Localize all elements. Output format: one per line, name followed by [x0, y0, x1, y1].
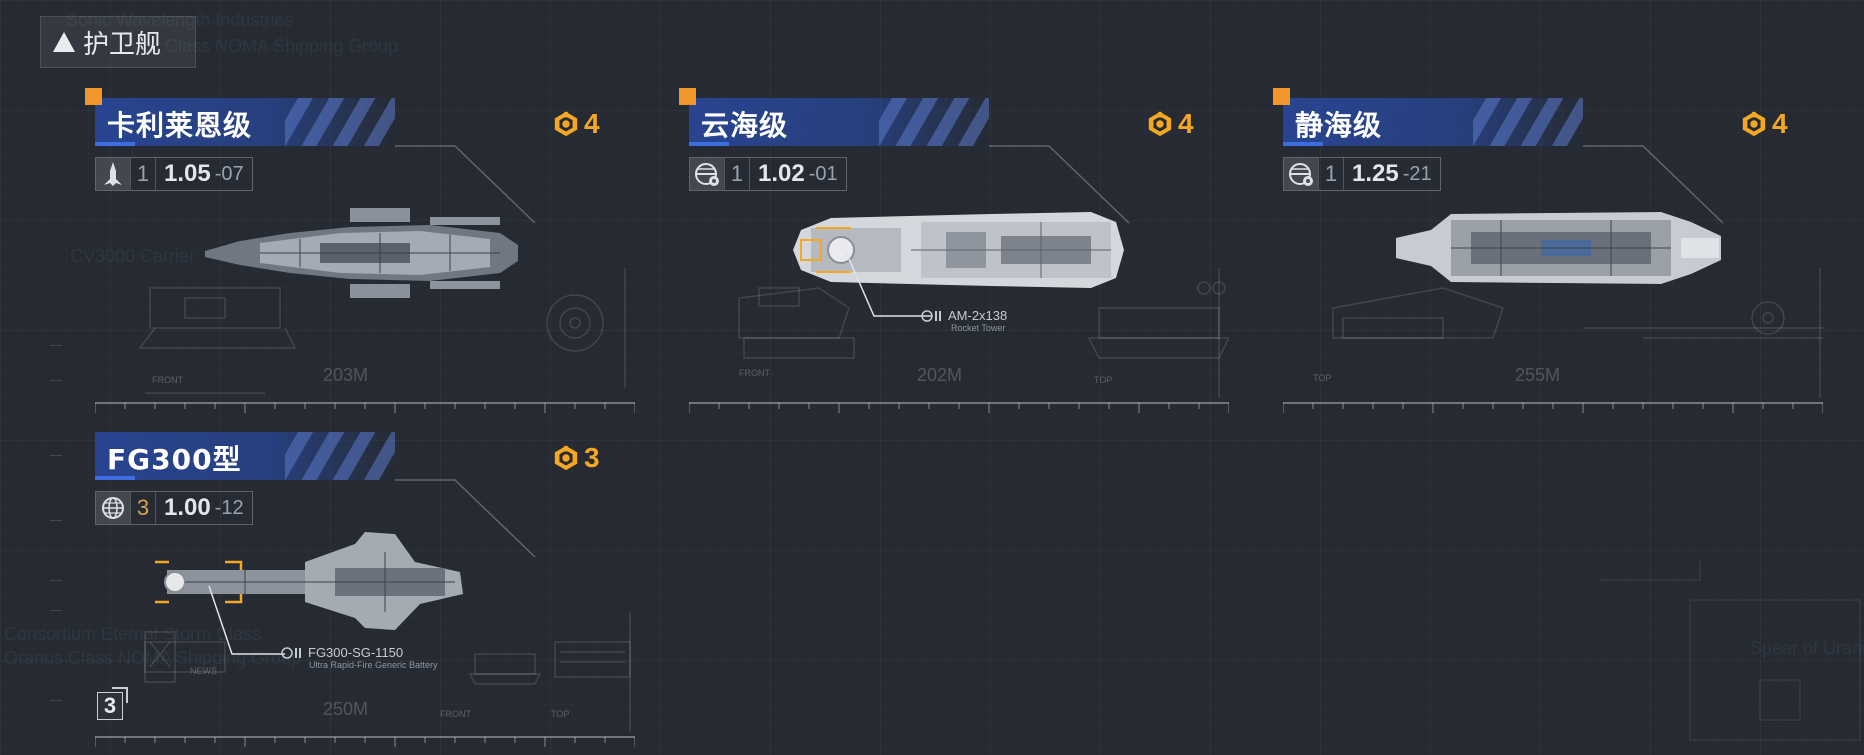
count-badge: 4 [1146, 108, 1194, 140]
count-badge: 4 [552, 108, 600, 140]
ship-length: 255M [1515, 365, 1561, 385]
title-bar [689, 98, 989, 146]
ship-image [155, 532, 463, 630]
globe-gear-icon [1284, 158, 1318, 190]
ship-stats: 1 1.25-21 [1283, 157, 1441, 191]
weapon-callout: AM-2x138 Rocket Tower [921, 308, 1007, 333]
title-underline [95, 476, 135, 480]
view-label-top: TOP [551, 709, 570, 719]
ship-image [205, 208, 518, 298]
bg-decoration [1600, 560, 1861, 741]
view-label: FRONT [152, 375, 183, 385]
selection-corner-marker [1273, 88, 1290, 105]
ship-length: 202M [917, 365, 963, 385]
count-value: 3 [584, 442, 600, 473]
side-ruler [40, 0, 70, 755]
ship-card-jinghai[interactable]: 静海级 4 1 1.25-21 255M TOP [1273, 88, 1823, 420]
view-label: FRONT [739, 368, 770, 378]
blueprint-sketch [144, 612, 631, 732]
tier-value: 1 [130, 158, 155, 190]
view-label: TOP [1313, 373, 1332, 383]
emblem-icon [1146, 110, 1174, 138]
blueprint-sketch [1332, 268, 1823, 398]
ship-image [793, 212, 1124, 288]
tier-value: 3 [130, 492, 155, 524]
scale-ruler [689, 401, 1229, 415]
selection-corner-marker [679, 88, 696, 105]
tier-value: 1 [724, 158, 749, 190]
stat-value: 1.25-21 [1343, 158, 1440, 190]
count-value: 4 [584, 108, 600, 139]
ship-stats: 3 1.00-12 [95, 491, 253, 525]
title-bar [95, 98, 395, 146]
ship-image [1396, 212, 1721, 284]
title-underline [689, 142, 729, 146]
leader-line [989, 145, 1130, 224]
ship-length: 203M [323, 365, 369, 385]
tier-value: 1 [1318, 158, 1343, 190]
count-value: 4 [1772, 108, 1788, 139]
globe-gear-icon [690, 158, 724, 190]
page-number: 3 [103, 693, 117, 718]
turret-icon [281, 646, 301, 659]
weapon-callout: FG300-SG-1150 Ultra Rapid-Fire Generic B… [281, 645, 438, 670]
ship-card-yunhai[interactable]: 云海级 4 1 1.02-01 AM-2x138 Rocket Tower 20… [679, 88, 1229, 420]
leader-line [395, 145, 536, 224]
emblem-icon [1740, 110, 1768, 138]
callout-line [845, 251, 932, 317]
collapse-triangle-icon [53, 32, 75, 52]
scale-ruler [95, 401, 635, 415]
title-underline [1283, 142, 1323, 146]
stat-value: 1.05-07 [155, 158, 252, 190]
stat-value: 1.02-01 [749, 158, 846, 190]
selection-corner-marker [85, 88, 102, 105]
ship-name: 云海级 [701, 109, 789, 142]
scale-ruler [95, 735, 635, 749]
title-bar [1283, 98, 1583, 146]
ship-name: FG300型 [107, 443, 242, 476]
count-badge: 4 [1740, 108, 1788, 140]
ship-stats: 1 1.02-01 [689, 157, 847, 191]
page-indicator[interactable]: 3 [97, 687, 128, 720]
title-underline [95, 142, 135, 146]
count-value: 4 [1178, 108, 1194, 139]
leader-line [395, 479, 536, 558]
turret-icon [921, 309, 941, 322]
ship-class-icon [96, 158, 130, 190]
globe-icon [96, 492, 130, 524]
ship-card-fg300[interactable]: FG300型 3 3 1.00-12 FG300-SG-1150 Ultra R… [95, 432, 635, 754]
emblem-icon [552, 444, 580, 472]
ship-card-kalilaien[interactable]: 卡利莱恩级 4 1 1.05-07 203M FRONT [85, 88, 635, 420]
ship-length: 250M [323, 699, 369, 719]
title-bar [95, 432, 395, 480]
ship-name: 卡利莱恩级 [107, 109, 253, 142]
callout-line [208, 585, 285, 655]
count-badge: 3 [552, 442, 600, 474]
blueprint-sketch [138, 268, 626, 394]
scale-ruler [1283, 401, 1823, 415]
extra-label: NEWS [190, 666, 217, 676]
view-label-top: TOP [1094, 375, 1113, 385]
emblem-icon [552, 110, 580, 138]
view-label: FRONT [440, 709, 471, 719]
category-tab-frigate[interactable]: 护卫舰 [40, 16, 196, 68]
leader-line [1583, 145, 1724, 224]
blueprint-sketch [738, 268, 1229, 398]
category-tab-label: 护卫舰 [83, 29, 162, 60]
ship-stats: 1 1.05-07 [95, 157, 253, 191]
stat-value: 1.00-12 [155, 492, 252, 524]
ship-name: 静海级 [1295, 109, 1383, 142]
